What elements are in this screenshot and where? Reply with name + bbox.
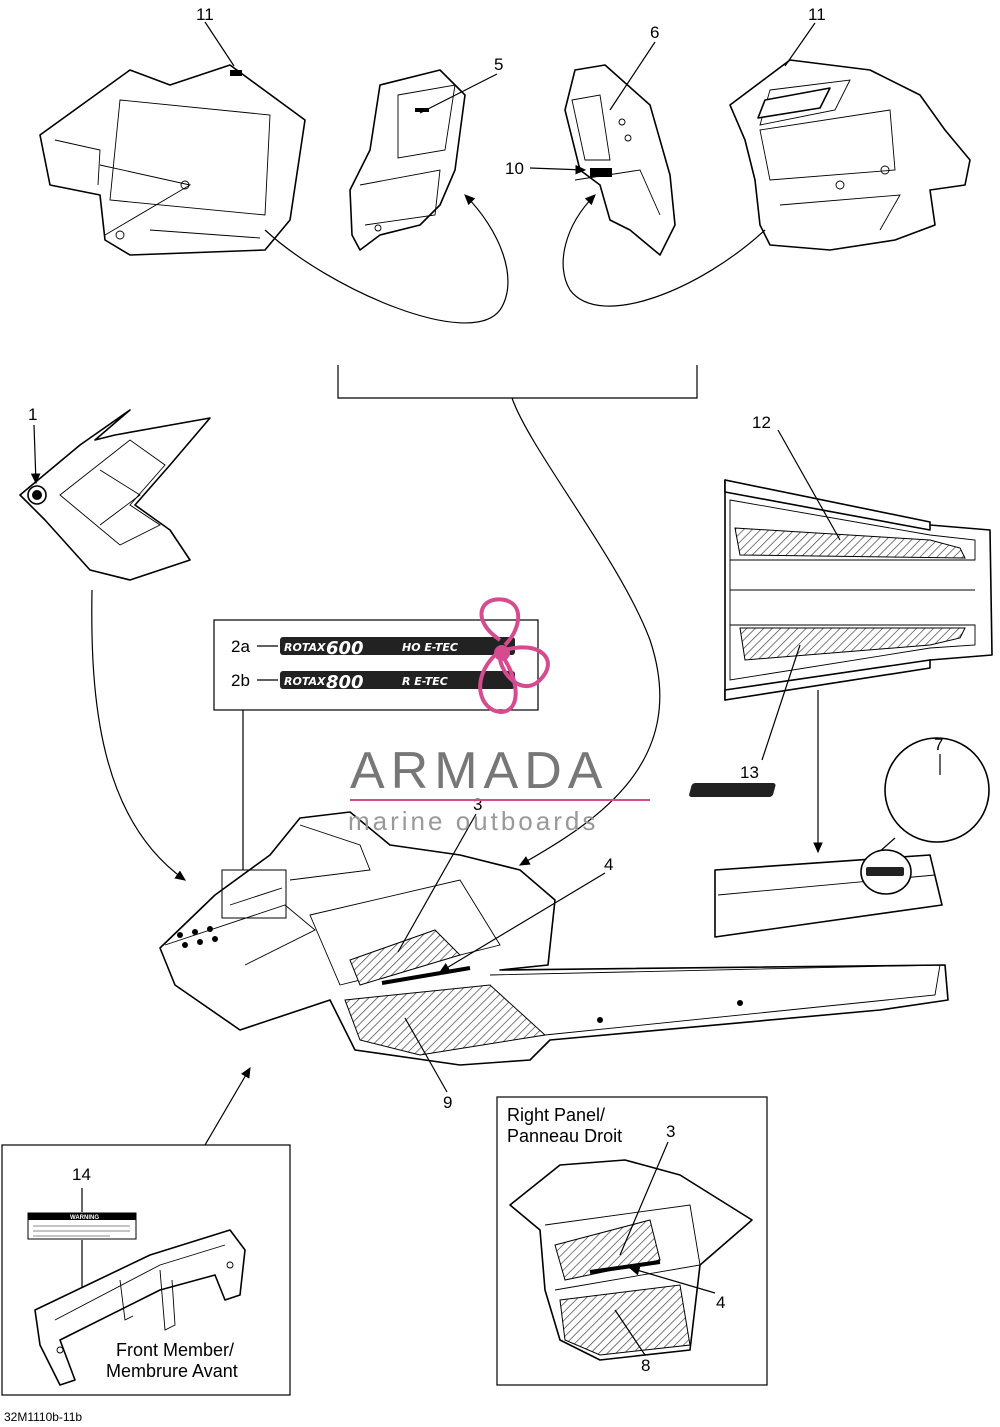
leader-10: [529, 164, 587, 175]
svg-text:ROTAX: ROTAX: [284, 641, 326, 654]
front-member-box: [1, 1144, 291, 1396]
arrow-right-panel: [562, 194, 766, 307]
callout-7: 7: [934, 735, 943, 754]
callout-2a: 2a: [231, 637, 250, 656]
tunnel-side-view: [714, 849, 943, 938]
leader-3-panel: [619, 1141, 669, 1256]
right-side-panel: [729, 59, 971, 251]
arrow-bracket-to-sled: [511, 397, 661, 866]
callout-1: 1: [28, 405, 37, 424]
svg-text:R E-TEC: R E-TEC: [402, 675, 448, 688]
svg-text:HO E-TEC: HO E-TEC: [402, 641, 458, 654]
callout-11-right: 11: [808, 5, 826, 24]
callout-2b: 2b: [231, 671, 250, 690]
arrow-nose-to-sled: [91, 589, 186, 881]
arrow-front-member: [204, 1066, 251, 1146]
callout-6: 6: [650, 23, 659, 42]
left-side-panel: [39, 64, 306, 256]
callout-13: 13: [740, 763, 759, 782]
right-panel-label-line1: Right Panel/: [507, 1105, 605, 1125]
leader-12: [777, 429, 841, 541]
svg-text:ROTAX: ROTAX: [284, 675, 326, 688]
callout-10: 10: [505, 159, 524, 178]
decal-2a: ROTAX 600 HO E-TEC: [280, 637, 515, 659]
leader-1: [30, 424, 41, 485]
callout-12: 12: [752, 413, 771, 432]
panel-part-5: [349, 69, 466, 251]
leader-4-panel: [628, 1266, 716, 1294]
warning-title: WARNING: [70, 1215, 99, 1221]
svg-text:ARMADA: ARMADA: [350, 742, 608, 800]
front-member-label-line1: Front Member/: [116, 1340, 234, 1360]
leader-9: [404, 1017, 448, 1093]
svg-text:marine outboards: marine outboards: [348, 806, 598, 836]
front-nose-part: [19, 409, 211, 581]
front-member-label-line2: Membrure Avant: [106, 1361, 238, 1381]
decal-7: XP: [689, 783, 973, 798]
main-sled-body: [159, 811, 949, 1066]
callout-5: 5: [494, 55, 503, 74]
tunnel-top-view: [724, 479, 993, 701]
callout-9: 9: [443, 1093, 452, 1112]
drawing-code: 32M1110b-11b: [4, 1410, 82, 1424]
callout-8: 8: [641, 1356, 650, 1375]
watermark: ARMADA marine outboards: [348, 597, 650, 836]
svg-text:600: 600: [326, 638, 364, 659]
detail-circle-7: [884, 737, 990, 843]
callout-4-panel: 4: [716, 1293, 725, 1312]
right-panel-box: [496, 1096, 768, 1386]
front-member-part: [34, 1229, 246, 1386]
leader-4-main: [438, 872, 606, 973]
watermark-propeller-icon: [478, 597, 550, 715]
svg-text:XP: XP: [954, 784, 973, 798]
bracket: [337, 365, 698, 399]
panel-part-6: [564, 64, 676, 256]
callout-4-main: 4: [604, 855, 613, 874]
callout-3-main: 3: [473, 795, 482, 814]
right-panel-part: [509, 1159, 753, 1361]
arrow-left-panel: [264, 194, 509, 324]
decal-2b: ROTAX 800 R E-TEC: [280, 671, 515, 693]
leader-11-left: [204, 21, 235, 67]
leader-11-right: [784, 22, 816, 67]
warning-label: WARNING: [27, 1212, 137, 1240]
leader-6: [609, 41, 656, 111]
svg-text:800: 800: [326, 672, 364, 693]
right-panel-label-line2: Panneau Droit: [507, 1126, 622, 1146]
callout-3-panel: 3: [666, 1122, 675, 1141]
callout-11-left: 11: [196, 5, 214, 24]
callout-14: 14: [72, 1165, 91, 1184]
leader-3-main: [397, 813, 477, 953]
leader-5: [419, 73, 498, 114]
decal-box-2: [213, 619, 539, 711]
leader-8: [614, 1309, 646, 1356]
leader-13: [761, 644, 801, 761]
